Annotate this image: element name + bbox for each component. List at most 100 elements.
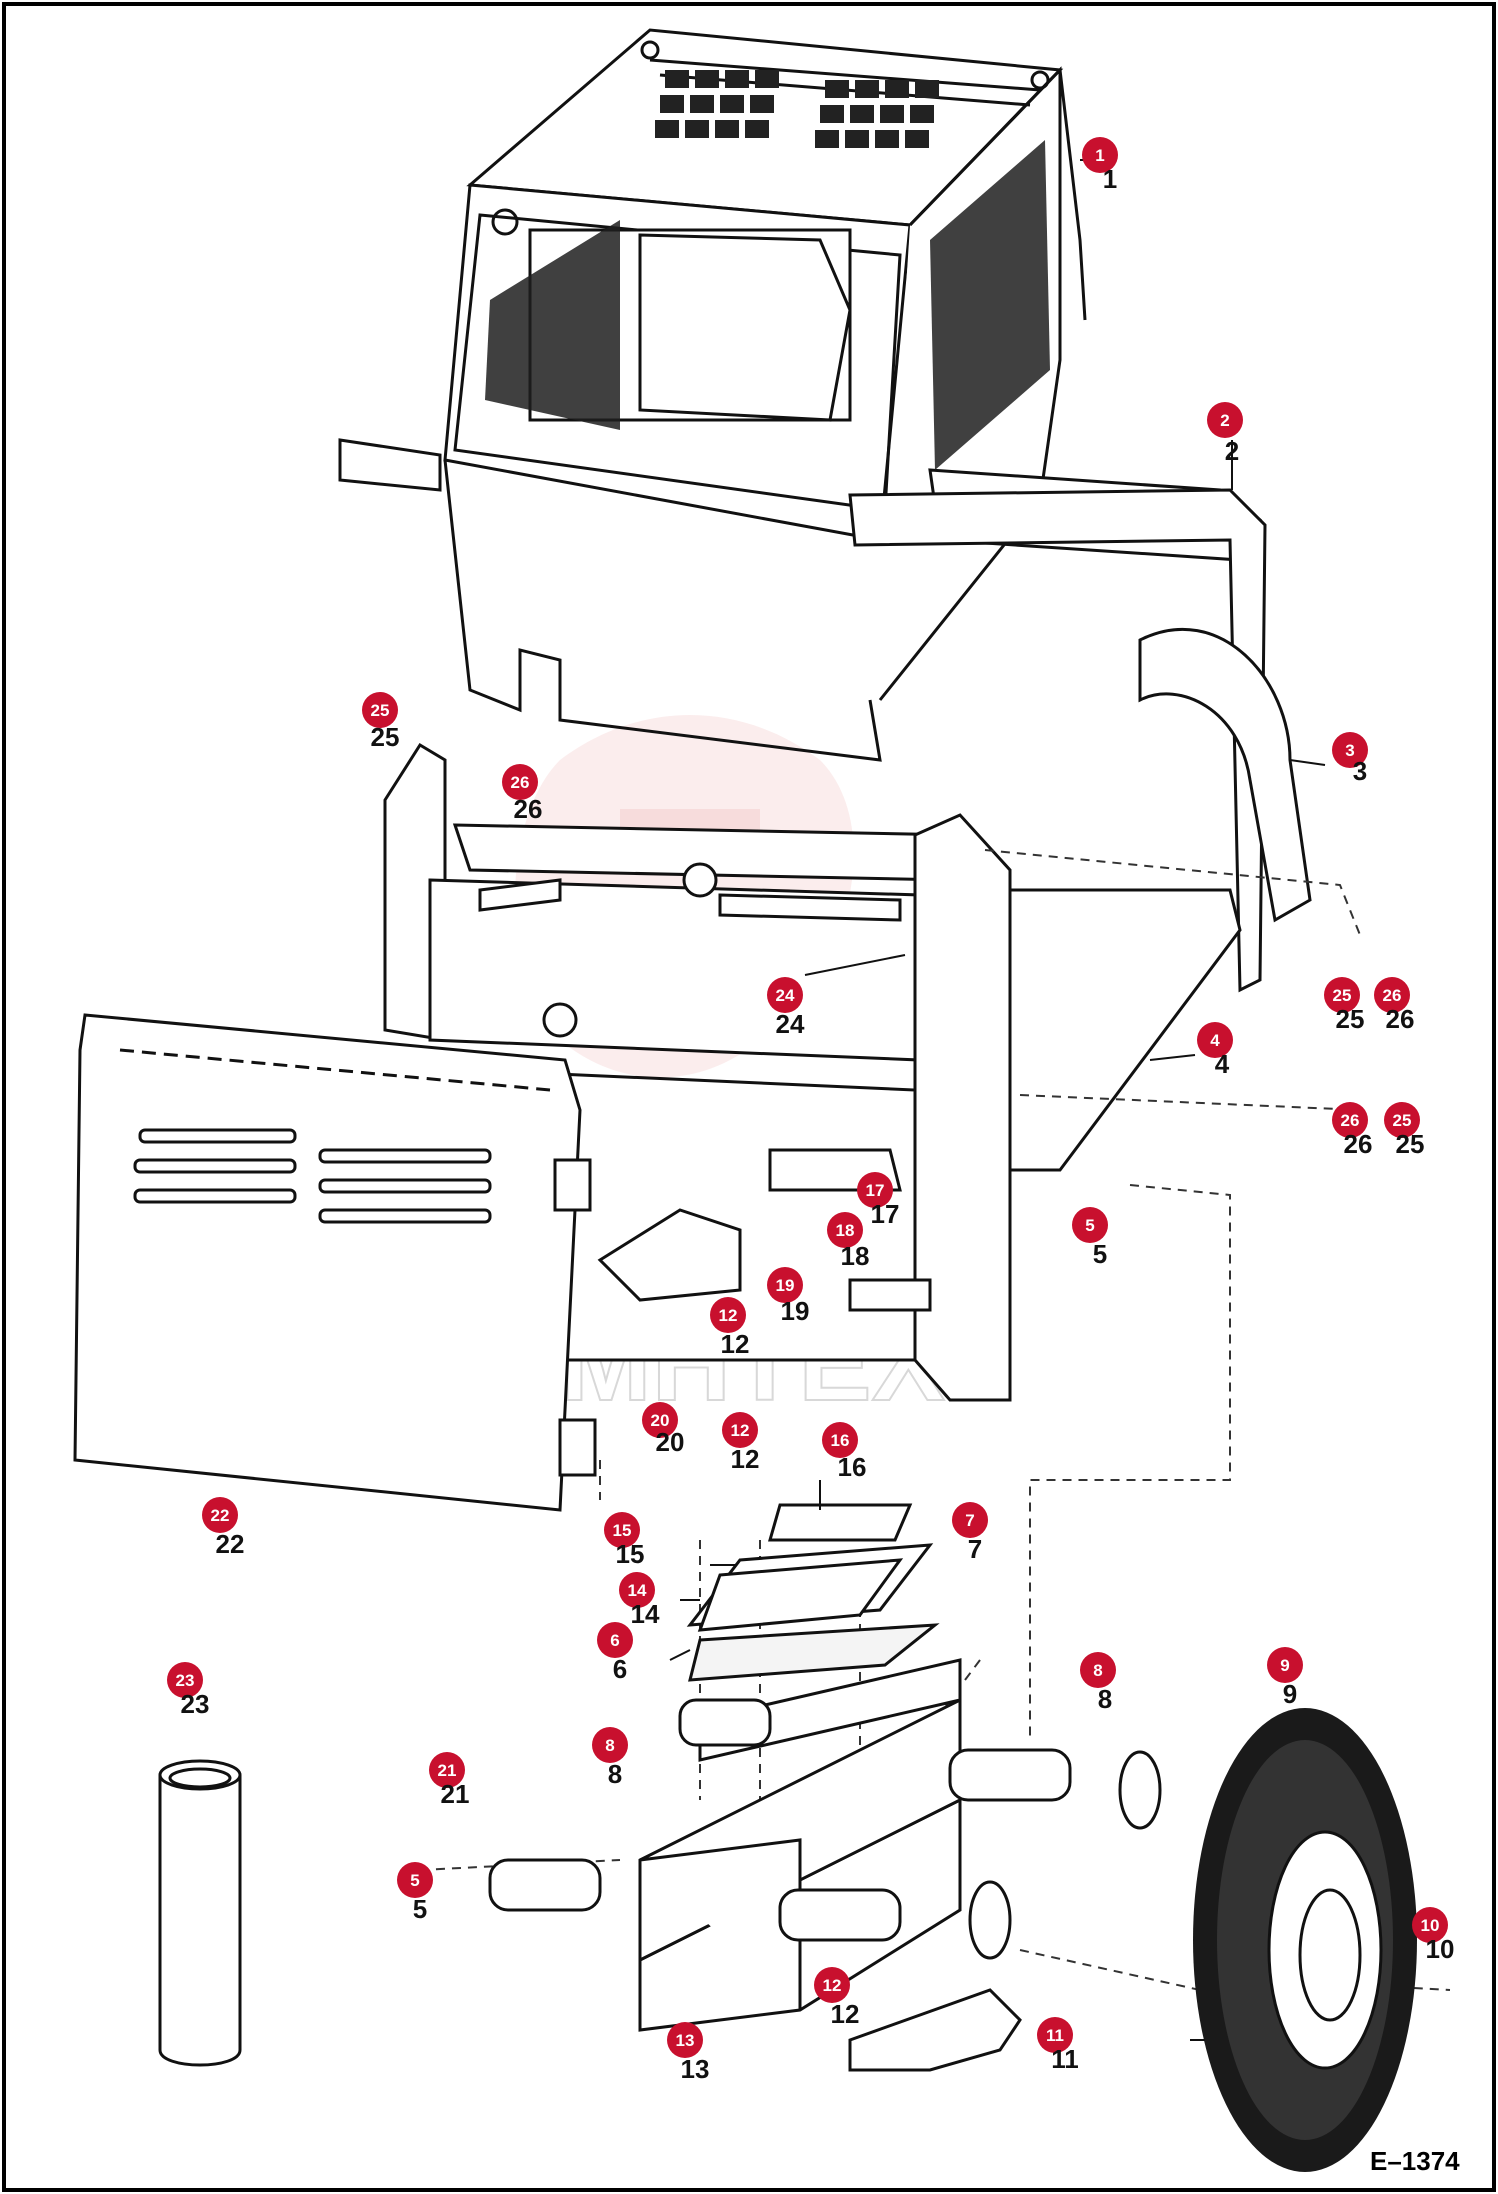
part-number: 26 xyxy=(514,794,543,824)
callout-4: 44 xyxy=(1197,1022,1233,1079)
callout-7: 77 xyxy=(952,1502,988,1564)
part-number: 5 xyxy=(1093,1239,1107,1269)
callout-label: 18 xyxy=(836,1221,855,1240)
callout-marker xyxy=(1267,1647,1303,1683)
main-frame xyxy=(383,742,1242,1402)
drawing-code: E–1374 xyxy=(1370,2146,1460,2176)
callout-marker xyxy=(822,1422,858,1458)
callout-marker xyxy=(1037,2017,1073,2053)
access-plates xyxy=(686,1503,940,1682)
callout-marker xyxy=(1412,1907,1448,1943)
callout-label: 24 xyxy=(776,986,795,1005)
callout-marker xyxy=(429,1752,465,1788)
callout-label: 11 xyxy=(1046,2026,1064,2045)
callout-label: 5 xyxy=(1085,1216,1094,1235)
part-2-side-bracket xyxy=(848,488,1267,993)
callout-marker xyxy=(1207,402,1243,438)
callout-label: 17 xyxy=(866,1181,885,1200)
callout-marker xyxy=(619,1572,655,1608)
callout-marker xyxy=(767,977,803,1013)
callout-marker xyxy=(952,1502,988,1538)
cab-grille-right xyxy=(930,140,1050,470)
part-number: 10 xyxy=(1426,1934,1455,1964)
part-number: 3 xyxy=(1353,756,1367,786)
part-number: 24 xyxy=(776,1009,805,1039)
part-number: 8 xyxy=(1098,1684,1112,1714)
callout-marker xyxy=(502,764,538,800)
part-number: 5 xyxy=(413,1894,427,1924)
callout-marker xyxy=(642,1402,678,1438)
callout-label: 26 xyxy=(1341,1111,1360,1130)
callout-6: 66 xyxy=(597,1622,633,1684)
part-number: 23 xyxy=(181,1689,210,1719)
callout-marker xyxy=(592,1727,628,1763)
callout-5b: 55 xyxy=(397,1862,433,1924)
callout-marker xyxy=(1080,1652,1116,1688)
callout-marker xyxy=(667,2022,703,2058)
part-number: 14 xyxy=(631,1599,660,1629)
part-11-cover xyxy=(848,1988,1022,2072)
callout-marker xyxy=(597,1622,633,1658)
part-23-tube xyxy=(158,1759,242,2067)
callout-marker xyxy=(722,1412,758,1448)
callout-8b: 88 xyxy=(592,1727,628,1789)
callout-label: 26 xyxy=(1383,986,1402,1005)
part-number: 11 xyxy=(1051,2044,1079,2074)
part-13-chaincase xyxy=(488,1658,1162,2032)
callout-label: 25 xyxy=(1393,1111,1412,1130)
part-number: 2 xyxy=(1225,436,1239,466)
callout-marker xyxy=(362,692,398,728)
callout-9: 99 xyxy=(1267,1647,1303,1709)
callout-label: 12 xyxy=(719,1306,738,1325)
callout-label: 13 xyxy=(676,2031,695,2050)
part-number: 25 xyxy=(1396,1129,1425,1159)
callout-5a: 55 xyxy=(1072,1207,1108,1269)
callout-label: 10 xyxy=(1421,1916,1440,1935)
callout-marker xyxy=(1384,1102,1420,1138)
part-number: 4 xyxy=(1215,1049,1230,1079)
callout-1: 11 xyxy=(1082,137,1118,194)
part-number: 12 xyxy=(831,1999,860,2029)
callout-marker xyxy=(1072,1207,1108,1243)
part-number: 22 xyxy=(216,1529,245,1559)
part-3-rear-panel xyxy=(1138,627,1312,923)
part-number: 25 xyxy=(371,722,400,752)
part-number: 19 xyxy=(781,1296,810,1326)
callout-label: 14 xyxy=(628,1581,647,1600)
callout-marker xyxy=(710,1297,746,1333)
callout-marker xyxy=(202,1497,238,1533)
part-number: 15 xyxy=(616,1539,645,1569)
part-number: 26 xyxy=(1344,1129,1373,1159)
callout-marker xyxy=(1082,137,1118,173)
cab-grille-left xyxy=(485,220,620,430)
callout-label: 8 xyxy=(1093,1661,1102,1680)
callout-label: 6 xyxy=(610,1631,619,1650)
callout-marker xyxy=(1374,977,1410,1013)
callout-marker xyxy=(1197,1022,1233,1058)
callout-label: 23 xyxy=(176,1671,195,1690)
callout-label: 15 xyxy=(613,1521,632,1540)
callout-marker xyxy=(767,1267,803,1303)
callout-label: 19 xyxy=(776,1276,795,1295)
part-number: 21 xyxy=(441,1779,470,1809)
part-number: 16 xyxy=(838,1452,867,1482)
callout-label: 7 xyxy=(965,1511,974,1530)
part-number: 26 xyxy=(1386,1004,1415,1034)
